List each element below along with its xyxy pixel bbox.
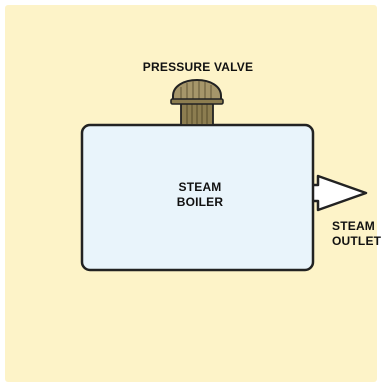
steam-boiler-label: STEAM BOILER xyxy=(160,180,240,210)
pressure-valve-stem xyxy=(180,102,214,126)
pressure-valve-label: PRESSURE VALVE xyxy=(142,60,254,74)
steam-outlet-label-line2: OUTLET xyxy=(332,234,382,248)
pressure-valve-cap xyxy=(170,78,224,105)
steam-boiler-label-line2: BOILER xyxy=(176,195,224,209)
steam-outlet-label: STEAM OUTLET xyxy=(332,219,382,249)
steam-boiler-label-line1: STEAM xyxy=(178,180,222,194)
steam-outlet-label-line1: STEAM xyxy=(332,219,375,233)
